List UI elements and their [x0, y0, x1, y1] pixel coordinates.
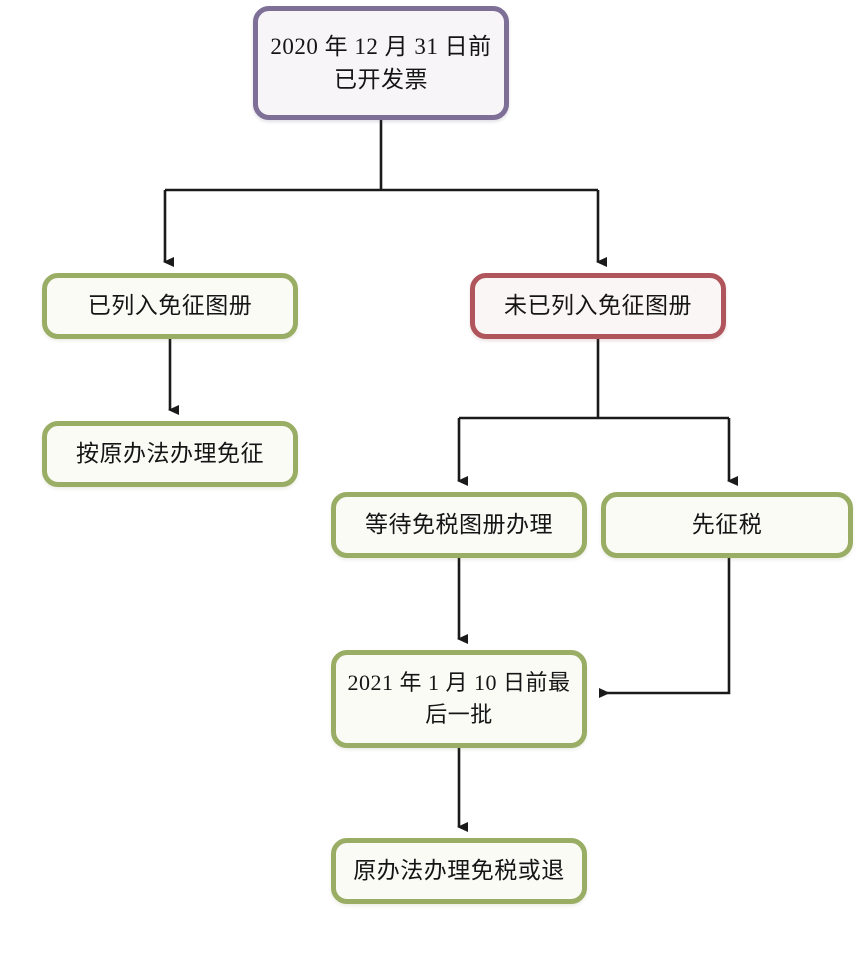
node-invoiced-before-2020-12-31[interactable]: 2020 年 12 月 31 日前 已开发票 — [253, 6, 509, 120]
node-wait-for-tax-free-catalog[interactable]: 等待免税图册办理 — [331, 492, 587, 558]
node-original-method-exempt-or-refund[interactable]: 原办法办理免税或退 — [331, 838, 587, 904]
node-last-batch-before-2021-01-10[interactable]: 2021 年 1 月 10 日前最 后一批 — [331, 650, 587, 748]
node-label: 等待免税图册办理 — [365, 512, 553, 538]
node-label: 先征税 — [691, 512, 763, 538]
node-label: 未已列入免征图册 — [504, 293, 692, 319]
node-label: 2021 年 1 月 10 日前最 后一批 — [347, 670, 571, 727]
node-not-listed-in-exemption-catalog[interactable]: 未已列入免征图册 — [470, 273, 726, 339]
node-label: 原办法办理免税或退 — [353, 858, 565, 884]
connector-unlisted-to-branches — [457, 339, 738, 486]
node-label: 已列入免征图册 — [87, 293, 253, 319]
connector-invoice-to-branches — [163, 120, 607, 267]
node-listed-in-exemption-catalog[interactable]: 已列入免征图册 — [42, 273, 298, 339]
node-levy-tax-first[interactable]: 先征税 — [601, 492, 853, 558]
node-label: 按原办法办理免征 — [76, 441, 264, 467]
connector-taxfirst-to-lastbatch — [599, 558, 731, 698]
node-exempt-by-original-method[interactable]: 按原办法办理免征 — [42, 421, 298, 487]
node-label: 2020 年 12 月 31 日前 已开发票 — [270, 33, 492, 92]
